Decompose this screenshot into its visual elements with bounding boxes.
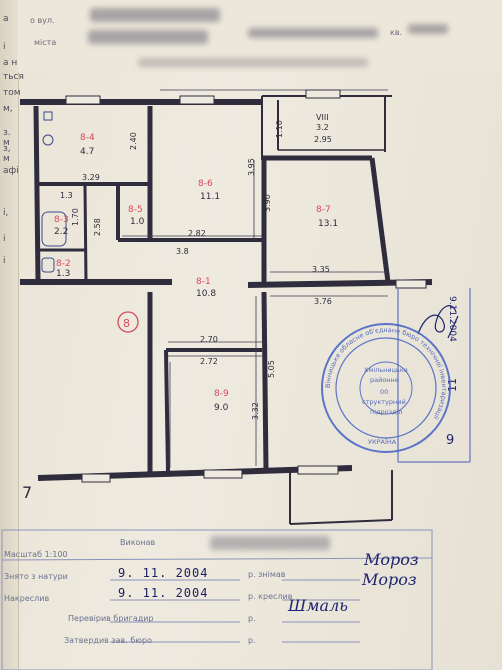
side-text: афі xyxy=(3,166,19,176)
room-area: 13.1 xyxy=(318,219,338,229)
side-text: і xyxy=(3,234,6,244)
window-marks xyxy=(65,89,427,483)
signature-moroz-1: Мороз xyxy=(364,550,419,569)
side-text: а xyxy=(3,14,9,24)
redacted-text xyxy=(90,8,220,22)
redacted-text xyxy=(138,58,368,67)
dimension: 3.8 xyxy=(176,247,189,256)
dimension: 3.35 xyxy=(312,265,330,274)
dimension-lines xyxy=(122,89,388,468)
form-grid xyxy=(1,529,433,670)
room-area: 2.2 xyxy=(54,227,68,237)
dimension: 2.58 xyxy=(93,218,102,236)
left-page-edge: а і а н ться том м, з. м з, м афі і, і і xyxy=(0,0,24,670)
seal-inner-text: Хмільницьке xyxy=(364,366,408,374)
room-area: 9.0 xyxy=(214,403,229,413)
room-id: VIII xyxy=(316,113,329,122)
form-row-date: 9. 11. 2004 xyxy=(118,566,209,580)
room-id: 8-7 xyxy=(316,205,331,215)
room-id: 8-9 xyxy=(214,389,229,399)
dimension: 3.76 xyxy=(314,297,332,306)
dimension: 1.10 xyxy=(275,120,284,138)
side-text: з. м xyxy=(3,128,11,148)
seal-inner-text: структурний xyxy=(362,398,406,406)
certification-frame xyxy=(397,288,471,463)
section-mark: 7 xyxy=(22,483,32,502)
room-area: 10.8 xyxy=(196,289,216,299)
form-row-right-label: р. креслив xyxy=(248,592,293,601)
seal-inner-text: підрозділ xyxy=(370,408,403,416)
form-scale: Масштаб 1:100 xyxy=(4,550,68,559)
side-text: і xyxy=(3,42,6,52)
dimension: 3.95 xyxy=(247,158,256,176)
header-apt-label: кв. xyxy=(390,28,403,37)
dimension: 2.70 xyxy=(200,335,218,344)
room-id: 8-5 xyxy=(128,205,143,215)
seal-country: УКРАЇНА xyxy=(368,437,397,446)
signature-moroz-2: Мороз xyxy=(362,570,417,589)
redacted-text xyxy=(88,30,208,44)
room-id: 8-2 xyxy=(56,259,71,269)
form-row-label: Затвердив зав. бюро xyxy=(64,636,152,645)
form-row-label: Знято з натури xyxy=(4,572,68,581)
dimension: 1.70 xyxy=(71,208,80,226)
room-id: 8-4 xyxy=(80,133,95,143)
dimension: 2.40 xyxy=(129,132,138,150)
redacted-text xyxy=(210,536,330,550)
official-seal: Вінницьке обласне об'єднане бюро технічн… xyxy=(321,323,451,453)
bathroom-fixtures xyxy=(41,111,67,273)
apartment-number: 8 xyxy=(123,317,130,330)
plan-walls xyxy=(20,95,433,525)
form-row-date: 9. 11. 2004 xyxy=(118,586,209,600)
dimension: 3.90 xyxy=(263,194,272,212)
room-id: 8-6 xyxy=(198,179,213,189)
form-row-label: Накреслив xyxy=(4,594,50,603)
form-row-label: Перевірив бригадир xyxy=(68,614,154,623)
side-text: і xyxy=(3,256,6,266)
dimension: 3.29 xyxy=(82,173,100,182)
room-area: 11.1 xyxy=(200,192,220,202)
seal-number: 00 xyxy=(380,388,388,396)
dimension-labels: 2.40 3.29 3.95 3.90 1.3 1.70 2.58 2.82 3… xyxy=(60,120,332,420)
header-city-label: міста xyxy=(34,38,57,47)
form-row-right-label: р. xyxy=(248,636,256,645)
seal-inner-text: районне xyxy=(370,376,399,384)
header-street-label: о вул. xyxy=(30,16,55,25)
dimension: 2.72 xyxy=(200,357,218,366)
room-area: 1.3 xyxy=(56,269,70,279)
handwritten-mark: 9 xyxy=(446,433,454,448)
side-text: ться xyxy=(3,72,24,82)
side-text: м, xyxy=(3,104,13,114)
handwritten-signature xyxy=(417,305,459,339)
signature-shmal: Шмаль xyxy=(288,596,348,615)
dimension: 1.3 xyxy=(60,191,73,200)
room-area: 4.7 xyxy=(80,147,94,157)
document-header: о вул. міста кв. xyxy=(18,0,502,72)
form-row-right-label: р. знімав xyxy=(248,570,286,579)
room-id: 8-1 xyxy=(196,277,211,287)
form-row-right-label: р. xyxy=(248,614,256,623)
room-area: 1.0 xyxy=(130,217,145,227)
form-vykonav: Виконав xyxy=(120,538,156,547)
dimension: 5.05 xyxy=(267,360,276,378)
dimension: 2.82 xyxy=(188,229,206,238)
redacted-text xyxy=(248,28,378,38)
dimension: 2.95 xyxy=(314,135,332,144)
side-text: том xyxy=(3,88,21,98)
room-id: 8-3 xyxy=(54,215,69,225)
apartment-number-mark: 8 xyxy=(117,311,139,333)
dimension: 3.32 xyxy=(251,402,260,420)
redacted-text xyxy=(408,24,448,34)
side-text: і, xyxy=(3,208,9,218)
handwritten-date: 9.11.2004 xyxy=(447,296,457,342)
side-text: з, м xyxy=(3,144,11,164)
room-labels: 8-4 4.7 8-6 11.1 8-7 13.1 8-3 2.2 8-5 1.… xyxy=(54,113,338,413)
side-text: а н xyxy=(3,58,18,68)
room-area: 3.2 xyxy=(316,123,329,132)
